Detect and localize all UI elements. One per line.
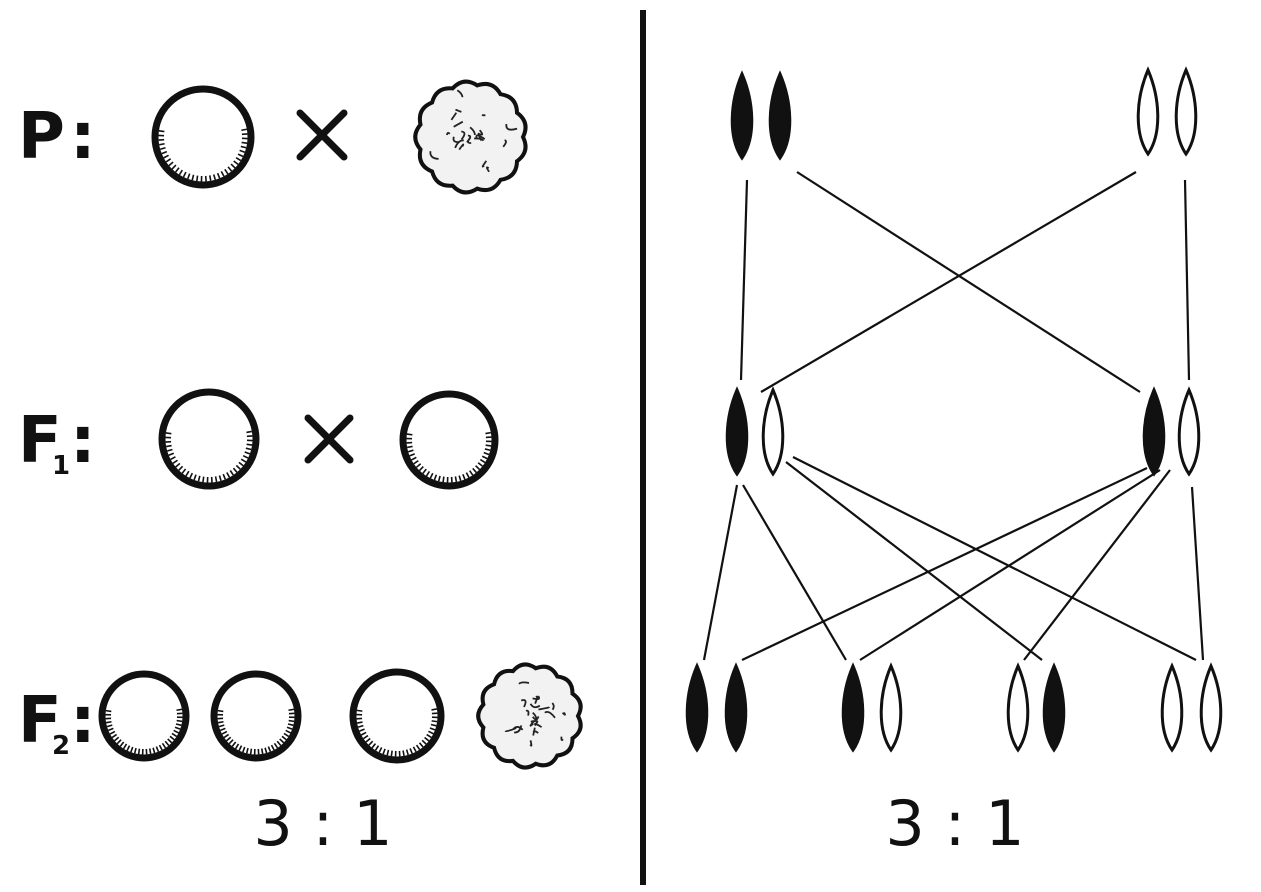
svg-text:2: 2 xyxy=(52,731,70,761)
link-line xyxy=(796,171,1141,393)
smooth-pea xyxy=(349,668,445,764)
chromosome-pair-f1 xyxy=(1142,386,1201,477)
cross-symbol-p xyxy=(296,109,348,161)
chromosome-pair-p xyxy=(1136,66,1198,157)
svg-text::: : xyxy=(70,404,96,478)
recessive-allele-chromosome xyxy=(761,386,785,477)
ratio-left: 3 : 1 xyxy=(253,787,392,860)
dominant-allele-chromosome xyxy=(1142,386,1166,477)
ratio-right: 3 : 1 xyxy=(885,787,1024,860)
link-line xyxy=(792,456,1197,661)
link-line xyxy=(859,469,1161,661)
smooth-pea xyxy=(210,670,302,762)
wrinkled-pea xyxy=(476,662,583,770)
chromosome-pairs xyxy=(685,66,1223,753)
link-line xyxy=(1023,469,1171,661)
generation-label-p: P : xyxy=(18,100,96,174)
smooth-pea xyxy=(158,388,260,490)
svg-text:F: F xyxy=(18,684,62,758)
generation-label-f1: F 1 : xyxy=(18,404,96,481)
svg-text:F: F xyxy=(18,404,62,478)
link-line xyxy=(742,484,847,661)
dominant-allele-chromosome xyxy=(685,662,709,753)
svg-text:1: 1 xyxy=(52,451,70,481)
wrinkled-pea xyxy=(413,79,528,195)
link-line xyxy=(702,484,739,661)
svg-text::: : xyxy=(70,100,96,174)
chromosome-pair-f1 xyxy=(725,386,785,477)
chromosome-pair-f2 xyxy=(1160,662,1223,753)
recessive-allele-chromosome xyxy=(1174,66,1198,157)
dominant-allele-chromosome xyxy=(724,662,748,753)
dominant-allele-chromosome xyxy=(725,386,749,477)
inheritance-lines xyxy=(702,171,1205,661)
smooth-pea xyxy=(151,85,255,189)
link-line xyxy=(741,467,1148,661)
link-line xyxy=(760,171,1137,393)
chromosome-pair-f2 xyxy=(685,662,748,753)
dominant-allele-chromosome xyxy=(768,70,792,161)
smooth-pea xyxy=(98,670,190,762)
generation-label-f2: F 2 : xyxy=(18,684,96,761)
cross-symbol-f1 xyxy=(304,414,354,464)
link-line xyxy=(1190,486,1205,661)
link-line xyxy=(739,179,749,381)
recessive-allele-chromosome xyxy=(879,662,903,753)
dominant-allele-chromosome xyxy=(1042,662,1066,753)
link-line xyxy=(1183,179,1191,381)
chromosome-pair-f2 xyxy=(1006,662,1066,753)
svg-text:P: P xyxy=(18,100,65,174)
smooth-pea xyxy=(399,390,499,490)
pea-phenotypes xyxy=(98,79,583,770)
svg-text::: : xyxy=(70,684,96,758)
recessive-allele-chromosome xyxy=(1136,66,1160,157)
recessive-allele-chromosome xyxy=(1177,386,1201,477)
chromosome-pair-f2 xyxy=(841,662,903,753)
dominant-allele-chromosome xyxy=(841,662,865,753)
recessive-allele-chromosome xyxy=(1006,662,1030,753)
recessive-allele-chromosome xyxy=(1199,662,1223,753)
dominant-allele-chromosome xyxy=(730,70,754,161)
chromosome-pair-p xyxy=(730,70,792,161)
recessive-allele-chromosome xyxy=(1160,662,1184,753)
link-line xyxy=(785,461,1043,661)
